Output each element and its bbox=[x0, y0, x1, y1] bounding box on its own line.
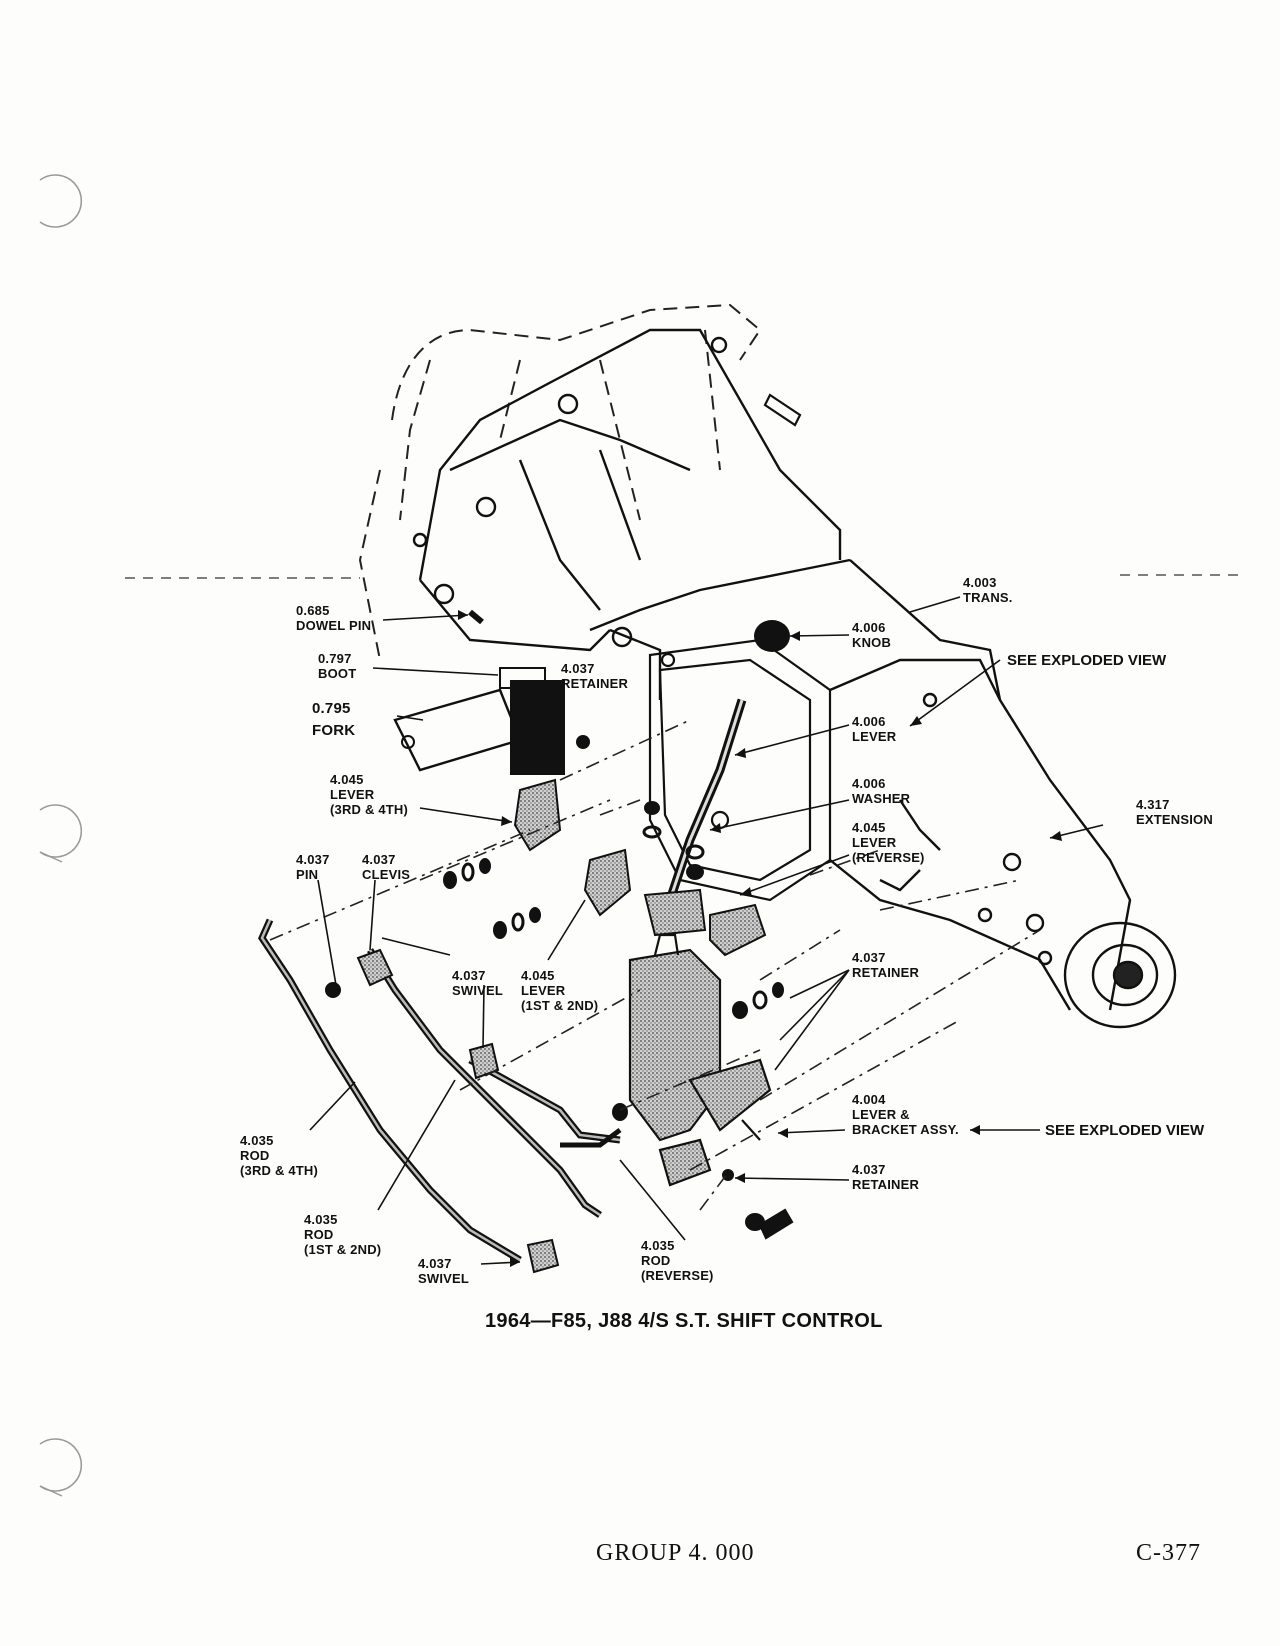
label-boot: 0.797 BOOT bbox=[318, 651, 357, 681]
label-lever-reverse: 4.045 LEVER (REVERSE) bbox=[852, 820, 925, 865]
label-rod-3rd-4th: 4.035 ROD (3RD & 4TH) bbox=[240, 1133, 319, 1178]
shift-rods bbox=[258, 918, 622, 1264]
bell-housing bbox=[358, 303, 762, 661]
extension-housing bbox=[829, 658, 1177, 1029]
label-rod-reverse: 4.035 ROD (REVERSE) bbox=[641, 1238, 714, 1283]
see-exploded-view-bottom: SEE EXPLODED VIEW bbox=[1045, 1122, 1205, 1139]
label-dowel-pin: 0.685 DOWEL PIN bbox=[296, 603, 372, 633]
label-washer: 4.006 WASHER bbox=[852, 776, 911, 806]
binder-hole-marks bbox=[39, 174, 82, 1497]
label-swivel-mid: 4.037 SWIVEL bbox=[452, 968, 504, 998]
label-knob: 4.006 KNOB bbox=[852, 620, 892, 650]
label-rod-1st-2nd: 4.035 ROD (1ST & 2ND) bbox=[304, 1212, 382, 1257]
label-shift-lever: 4.006 LEVER bbox=[852, 714, 897, 744]
clutch-fork bbox=[393, 609, 590, 775]
shift-levers bbox=[513, 778, 767, 957]
scan-dash-line bbox=[125, 574, 1238, 579]
label-retainer-top: 4.037 RETAINER bbox=[561, 661, 629, 691]
see-exploded-view-top: SEE EXPLODED VIEW bbox=[1007, 652, 1167, 669]
label-lever-3rd-4th: 4.045 LEVER (3RD & 4TH) bbox=[330, 772, 409, 817]
label-retainer-low: 4.037 RETAINER bbox=[852, 1162, 920, 1192]
label-extension: 4.317 EXTENSION bbox=[1136, 797, 1213, 827]
transmission-case bbox=[412, 328, 1002, 701]
bolts bbox=[758, 393, 802, 1240]
figure-caption: 1964—F85, J88 4/S S.T. SHIFT CONTROL bbox=[485, 1310, 883, 1332]
label-lever-bracket-assy: 4.004 LEVER & BRACKET ASSY. bbox=[852, 1092, 959, 1137]
swivels-and-clevis bbox=[325, 948, 560, 1274]
side-cover bbox=[648, 638, 832, 902]
lever-bracket-assembly bbox=[628, 933, 772, 1187]
label-lever-1st-2nd: 4.045 LEVER (1ST & 2ND) bbox=[521, 968, 599, 1013]
footer-group-number: GROUP 4. 000 bbox=[596, 1540, 755, 1566]
label-clevis: 4.037 CLEVIS bbox=[362, 852, 411, 882]
label-trans: 4.003 TRANS. bbox=[963, 575, 1013, 605]
label-swivel-low: 4.037 SWIVEL bbox=[418, 1256, 470, 1286]
arrow-heads bbox=[458, 610, 1062, 1267]
footer-page-number: C-377 bbox=[1136, 1540, 1201, 1566]
label-pin: 4.037 PIN bbox=[296, 852, 330, 882]
label-retainer-mid: 4.037 RETAINER bbox=[852, 950, 920, 980]
label-fork: 0.795 FORK bbox=[312, 700, 356, 739]
shift-lever bbox=[643, 620, 790, 937]
alignment-dash-lines bbox=[269, 719, 1041, 1211]
